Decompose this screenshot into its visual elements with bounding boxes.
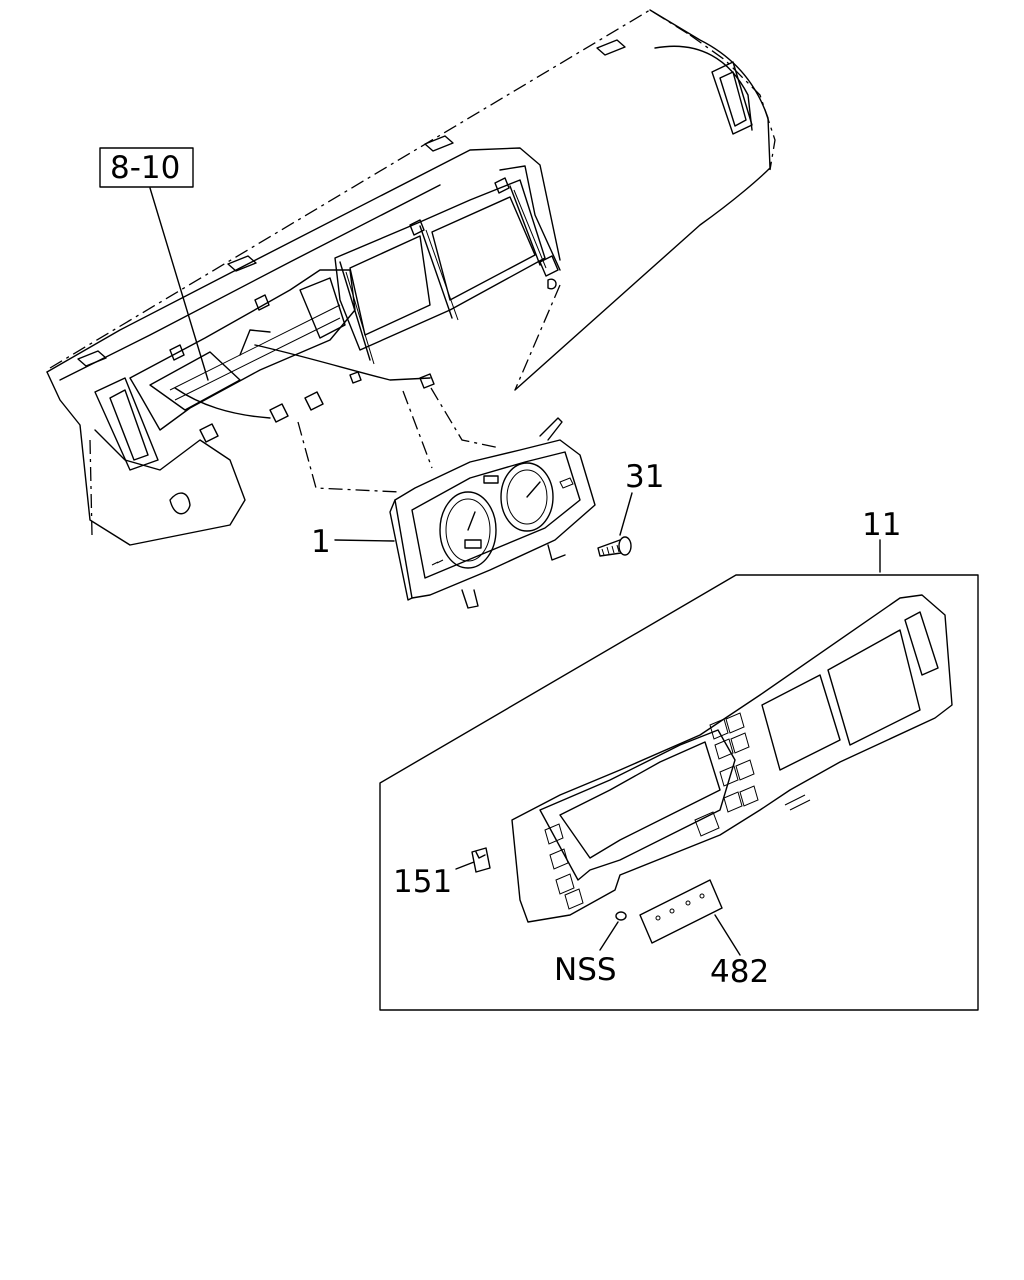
callout-151-label: 151 bbox=[393, 864, 452, 900]
plate-482 bbox=[639, 879, 723, 944]
callout-8-10: 8-10 bbox=[99, 147, 194, 188]
callout-8-10-label: 8-10 bbox=[110, 150, 180, 186]
leader-lines bbox=[149, 187, 881, 956]
callout-11-label: 11 bbox=[862, 507, 901, 543]
dash-bezel bbox=[511, 594, 953, 923]
callout-31-label: 31 bbox=[625, 459, 664, 495]
dashboard-panel bbox=[46, 9, 776, 546]
detail-box bbox=[379, 574, 979, 1011]
callout-482-label: 482 bbox=[710, 954, 769, 990]
callout-1-label: 1 bbox=[311, 524, 331, 560]
callout-nss-label: NSS bbox=[554, 952, 617, 988]
nut-nss bbox=[615, 911, 627, 921]
mounting-guide-lines bbox=[297, 387, 501, 493]
instrument-cluster bbox=[389, 417, 596, 609]
clip-151 bbox=[471, 847, 491, 873]
screw bbox=[597, 536, 632, 557]
